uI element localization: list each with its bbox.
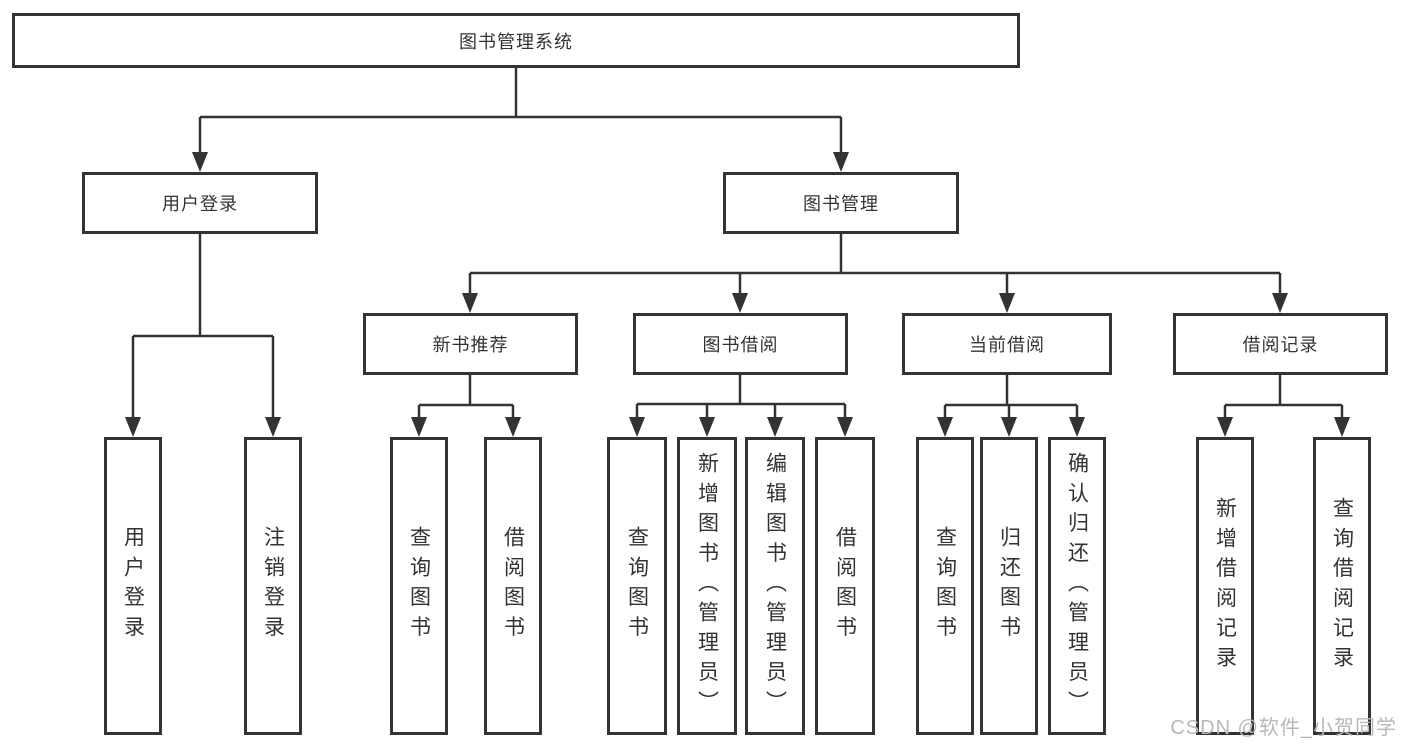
connector-current-borrow-children (937, 375, 1085, 437)
leaf-bb-query-book: 查询图书 (607, 437, 667, 735)
node-label: 注销登录 (261, 526, 285, 646)
leaf-br-add-borrow-record: 新增借阅记录 (1196, 437, 1254, 735)
arrow-down-icon (837, 417, 853, 437)
node-label: 图书管理系统 (459, 31, 573, 52)
leaf-cb-return-book: 归还图书 (980, 437, 1038, 735)
leaf-cb-confirm-return-admin: 确认归还（管理员） (1048, 437, 1106, 735)
leaf-rec-query-book: 查询图书 (390, 437, 448, 735)
leaf-rec-borrow-book: 借阅图书 (484, 437, 542, 735)
watermark: CSDN @软件_小贺同学 (1170, 717, 1397, 739)
node-user-login: 用户登录 (82, 172, 318, 234)
leaf-logout: 注销登录 (244, 437, 302, 735)
node-label: 归还图书 (997, 526, 1021, 646)
node-borrow-records: 借阅记录 (1173, 313, 1388, 375)
arrow-down-icon (1217, 417, 1233, 437)
node-label: 当前借阅 (969, 335, 1045, 355)
node-label: 查询图书 (407, 526, 431, 646)
node-label: 图书管理 (803, 194, 879, 214)
connector-book-borrow-children (629, 375, 853, 437)
node-label: 借阅图书 (833, 526, 857, 646)
arrow-down-icon (462, 293, 478, 313)
arrow-down-icon (125, 417, 141, 437)
connector-book-management-children (462, 234, 1288, 313)
node-label: 确认归还（管理员） (1065, 451, 1089, 721)
arrow-down-icon (265, 417, 281, 437)
arrow-down-icon (767, 417, 783, 437)
arrow-down-icon (1334, 417, 1350, 437)
node-label: 查询借阅记录 (1330, 496, 1354, 676)
node-label: 查询图书 (625, 526, 649, 646)
node-label: 用户登录 (162, 194, 238, 214)
node-current-borrow: 当前借阅 (902, 313, 1112, 375)
leaf-bb-edit-book-admin: 编辑图书（管理员） (745, 437, 805, 735)
arrow-down-icon (699, 417, 715, 437)
arrow-down-icon (505, 417, 521, 437)
node-label: 借阅图书 (501, 526, 525, 646)
node-label: 新增借阅记录 (1213, 496, 1237, 676)
leaf-bb-borrow-book: 借阅图书 (815, 437, 875, 735)
arrow-down-icon (937, 417, 953, 437)
leaf-cb-query-book: 查询图书 (916, 437, 974, 735)
node-label: 用户登录 (121, 526, 145, 646)
node-label: 查询图书 (933, 526, 957, 646)
arrow-down-icon (411, 417, 427, 437)
connector-new-book-children (411, 375, 521, 437)
connector-root-to-level2 (192, 68, 849, 172)
leaf-br-query-borrow-record: 查询借阅记录 (1313, 437, 1371, 735)
node-label: 借阅记录 (1242, 335, 1319, 355)
arrow-down-icon (999, 293, 1015, 313)
node-root-system: 图书管理系统 (12, 13, 1020, 68)
node-book-management: 图书管理 (723, 172, 959, 234)
arrow-down-icon (1069, 417, 1085, 437)
arrow-down-icon (1272, 293, 1288, 313)
connector-user-login-children (125, 234, 281, 437)
node-book-borrow: 图书借阅 (633, 313, 848, 375)
arrow-down-icon (833, 152, 849, 172)
arrow-down-icon (1001, 417, 1017, 437)
arrow-down-icon (629, 417, 645, 437)
arrow-down-icon (732, 293, 748, 313)
node-label: 编辑图书（管理员） (763, 451, 787, 721)
arrow-down-icon (192, 152, 208, 172)
node-new-book-recommend: 新书推荐 (363, 313, 578, 375)
node-label: 新增图书（管理员） (695, 451, 719, 721)
leaf-user-login: 用户登录 (104, 437, 162, 735)
connector-borrow-records-children (1217, 375, 1350, 437)
leaf-bb-add-book-admin: 新增图书（管理员） (677, 437, 737, 735)
node-label: 新书推荐 (432, 335, 509, 355)
node-label: 图书借阅 (702, 335, 779, 355)
